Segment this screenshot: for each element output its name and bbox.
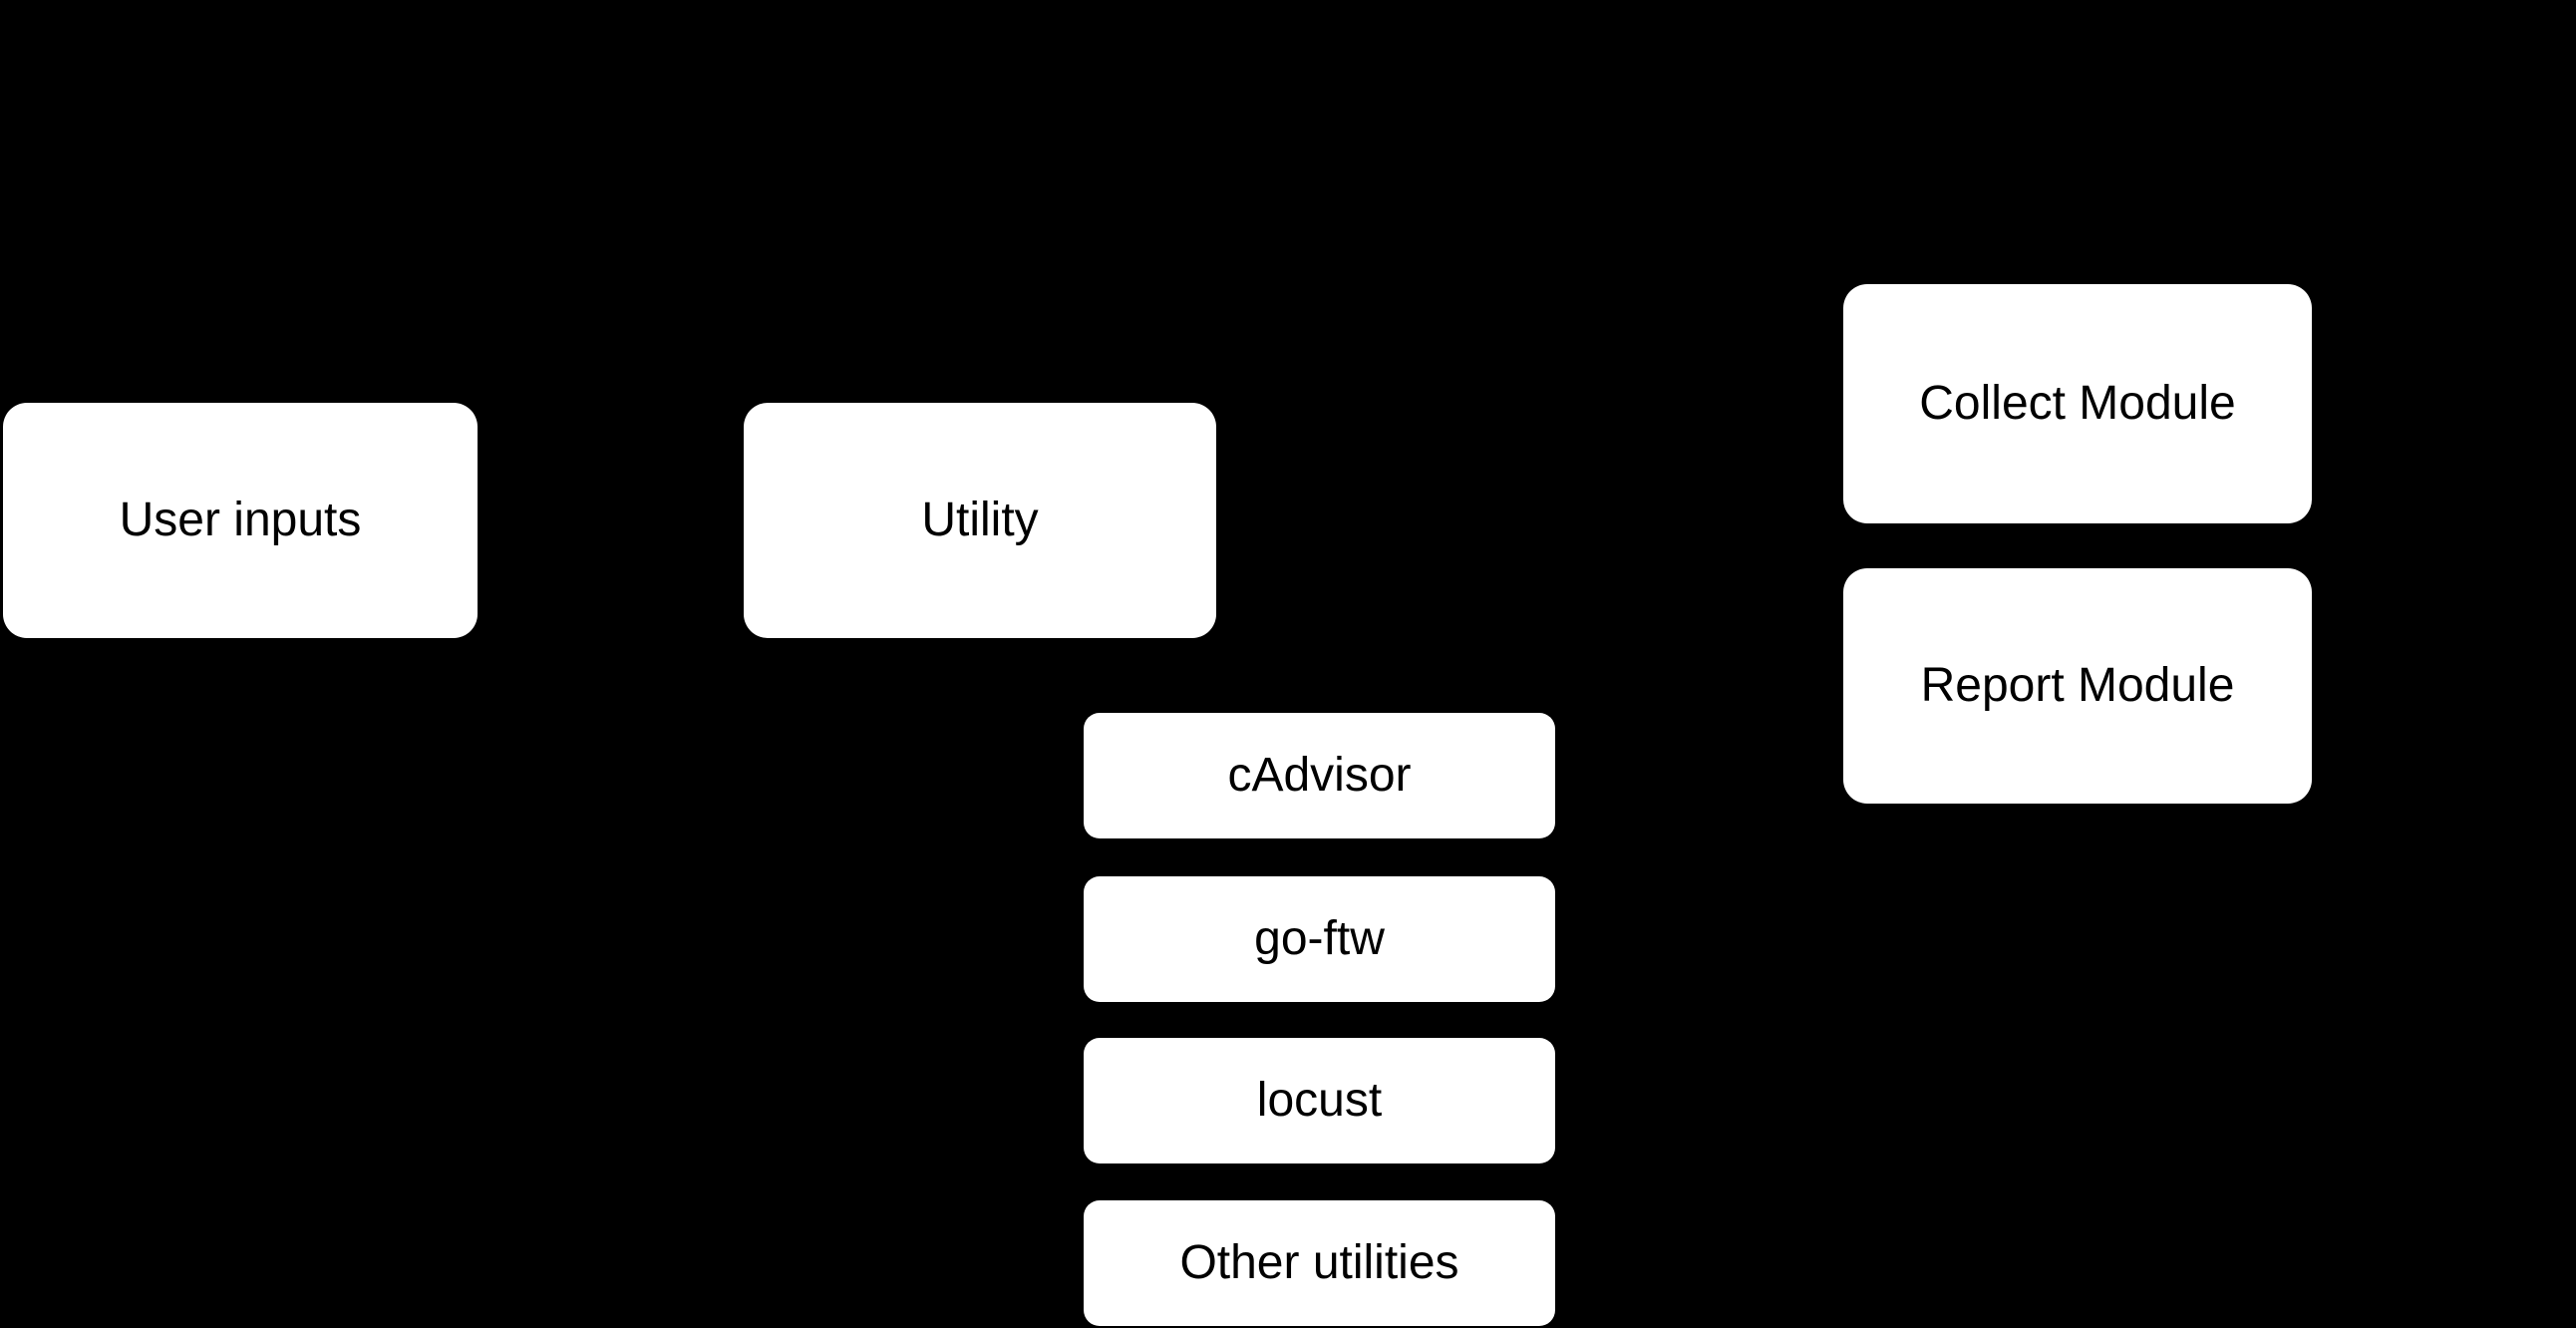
node-label: Collect Module (1919, 377, 2236, 431)
node-label: cAdvisor (1227, 749, 1412, 803)
node-label: Utility (921, 494, 1039, 547)
node-locust: locust (1084, 1038, 1555, 1163)
node-cadvisor: cAdvisor (1084, 713, 1555, 838)
node-collect-module: Collect Module (1843, 284, 2312, 523)
node-label: go-ftw (1254, 912, 1385, 966)
node-label: User inputs (119, 494, 362, 547)
node-label: locust (1256, 1074, 1383, 1128)
node-report-module: Report Module (1843, 568, 2312, 804)
node-go-ftw: go-ftw (1084, 876, 1555, 1002)
node-other-utilities: Other utilities (1084, 1200, 1555, 1326)
node-user-inputs: User inputs (3, 403, 478, 638)
node-label: Report Module (1920, 659, 2235, 713)
node-utility: Utility (744, 403, 1216, 638)
node-label: Other utilities (1179, 1236, 1459, 1290)
